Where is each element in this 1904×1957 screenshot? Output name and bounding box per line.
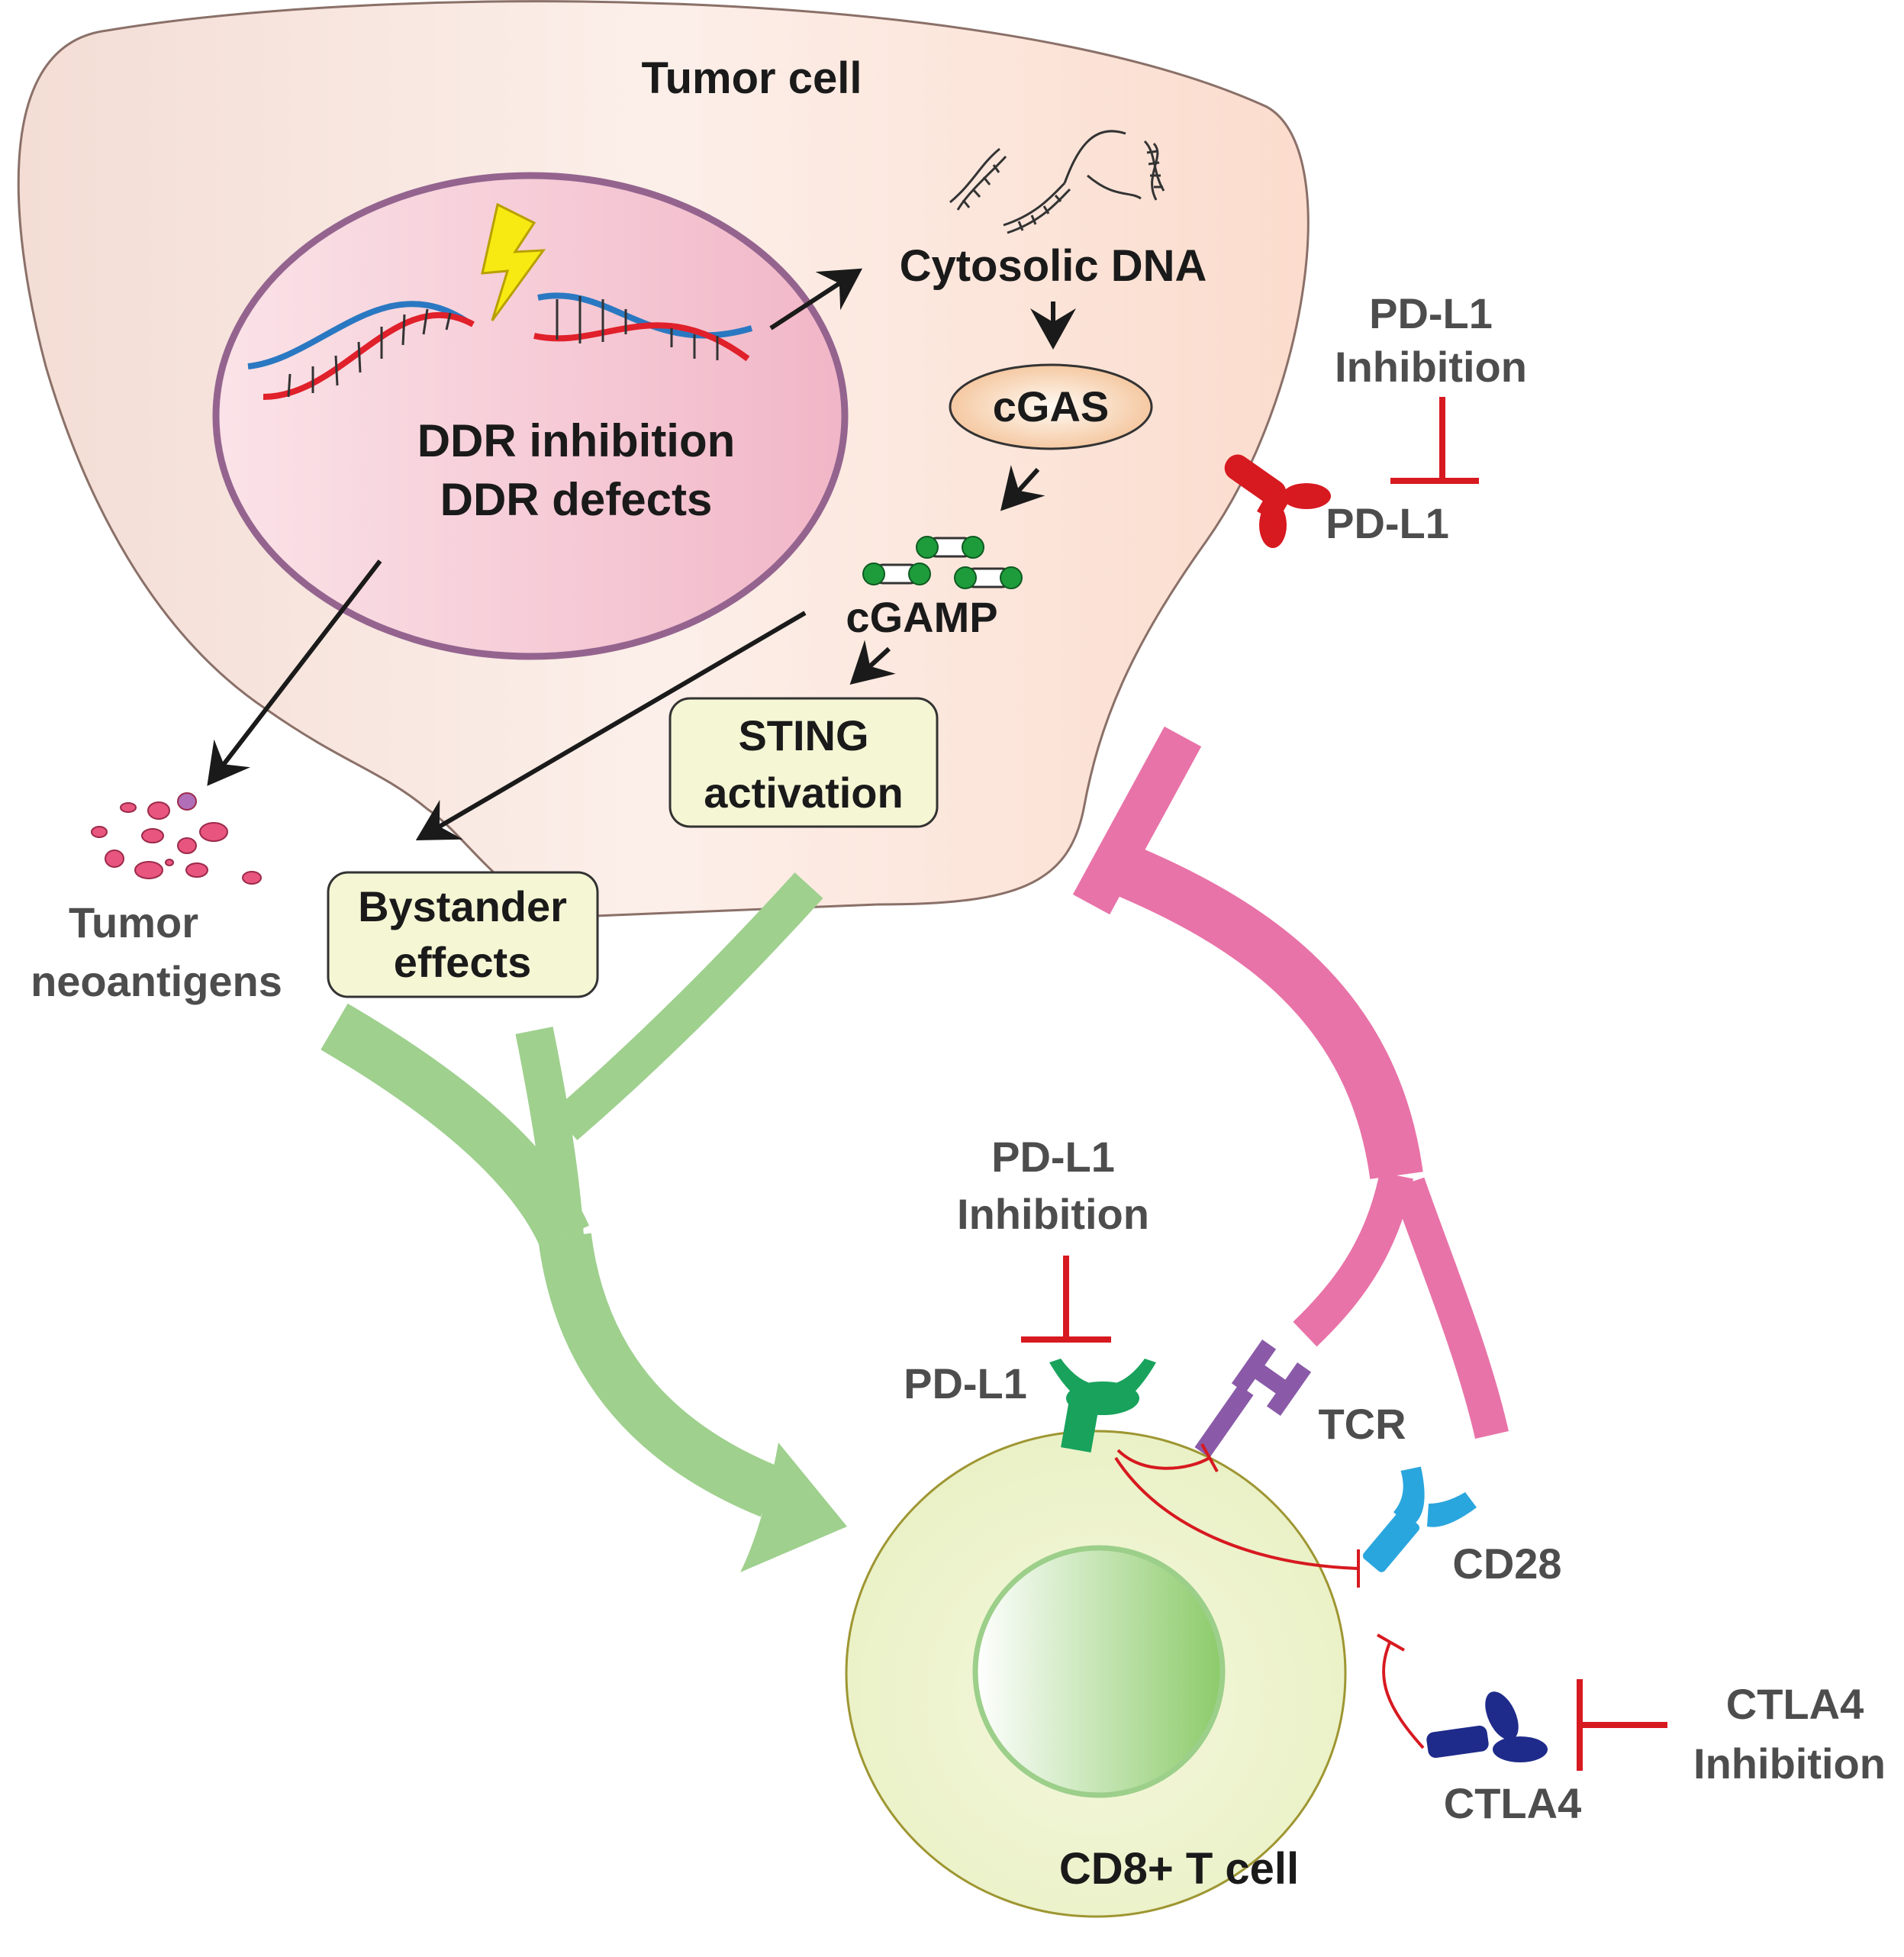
sting-label-line1: STING bbox=[738, 711, 868, 759]
ctla4-inhibition-line2: Inhibition bbox=[1693, 1739, 1886, 1788]
tumor-cell-title: Tumor cell bbox=[642, 53, 862, 103]
ctla4-inhibition-bar bbox=[1577, 1679, 1667, 1771]
cd28-label: CD28 bbox=[1452, 1539, 1561, 1588]
ctla4-receptor-icon bbox=[1426, 1691, 1548, 1762]
tumor-pdl1-inhibition-line2: Inhibition bbox=[1335, 343, 1527, 391]
sting-activation-box bbox=[668, 697, 939, 828]
cd28-receptor-icon bbox=[1362, 1466, 1477, 1572]
neoantigens-label-line2: neoantigens bbox=[31, 957, 282, 1005]
tcr-receptor-icon bbox=[1194, 1340, 1312, 1458]
t-pdl1-label: PD-L1 bbox=[904, 1359, 1027, 1407]
broken-dna-right bbox=[533, 292, 753, 362]
cgas-label: cGAS bbox=[993, 382, 1110, 430]
tcr-label: TCR bbox=[1318, 1400, 1406, 1448]
bystander-label-line1: Bystander bbox=[358, 882, 567, 930]
arrow-cgamp-to-bystander bbox=[415, 611, 807, 841]
cgas-node bbox=[949, 363, 1153, 450]
bystander-effects-box bbox=[327, 871, 599, 998]
t-pdl1-inhibition-line1: PD-L1 bbox=[991, 1133, 1115, 1181]
t-cell-nucleus bbox=[972, 1545, 1226, 1798]
arrow-cgamp-to-sting bbox=[849, 640, 896, 685]
ctla4-label: CTLA4 bbox=[1444, 1779, 1581, 1827]
cytosolic-dna-label: Cytosolic DNA bbox=[900, 241, 1207, 291]
neoantigen-particles-icon bbox=[91, 792, 262, 885]
t-cell-title: CD8+ T cell bbox=[1059, 1844, 1299, 1894]
tumor-pdl1-inhibition-line1: PD-L1 bbox=[1369, 289, 1493, 337]
tumor-pdl1-receptor-icon bbox=[1224, 454, 1331, 548]
nucleus-label-line1: DDR inhibition bbox=[417, 415, 736, 466]
cytosolic-dna-fragments-icon bbox=[949, 130, 1165, 234]
green-arrowhead bbox=[740, 1443, 847, 1572]
cgamp-label: cGAMP bbox=[846, 593, 997, 641]
nucleus-label-line2: DDR defects bbox=[440, 474, 713, 525]
pink-inhibition-arrow bbox=[1096, 837, 1509, 1439]
t-pdl1-inhibition-bar bbox=[1021, 1256, 1111, 1343]
t-pdl1-receptor-icon bbox=[1049, 1359, 1156, 1453]
arrow-nucleus-to-cytosolic-dna bbox=[769, 268, 863, 330]
t-pdl1-inhibition-line2: Inhibition bbox=[957, 1190, 1149, 1238]
cgamp-molecules-icon bbox=[862, 536, 1023, 589]
arrow-cgas-to-cgamp bbox=[1000, 465, 1045, 511]
lightning-bolt-icon bbox=[481, 202, 546, 321]
internal-inhibition-curves bbox=[1114, 1443, 1425, 1749]
tumor-pdl1-label: PD-L1 bbox=[1326, 499, 1449, 547]
tumor-nucleus bbox=[212, 172, 849, 660]
bystander-label-line2: effects bbox=[394, 938, 532, 986]
neoantigens-label-line1: Tumor bbox=[69, 898, 198, 946]
pink-inhibition-bar bbox=[1072, 726, 1202, 915]
arrow-nucleus-to-neoantigens bbox=[207, 559, 382, 786]
sting-label-line2: activation bbox=[704, 769, 903, 817]
ctla4-inhibition-line1: CTLA4 bbox=[1726, 1680, 1864, 1728]
tumor-pdl1-inhibition-bar bbox=[1390, 397, 1479, 484]
broken-dna-left bbox=[247, 301, 475, 400]
green-activation-arrow bbox=[321, 872, 823, 1517]
